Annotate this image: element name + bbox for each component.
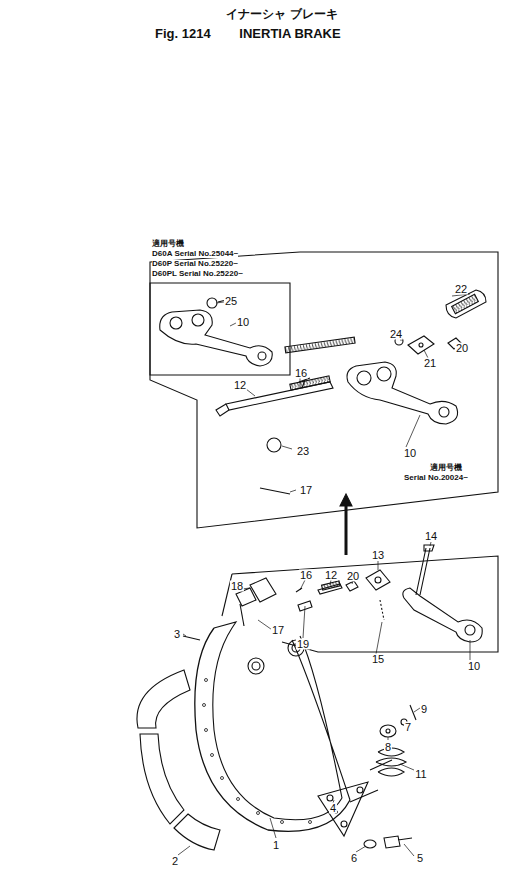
applicability-note: 適用号機	[430, 464, 462, 472]
callout-number: 10	[236, 317, 250, 328]
callout-number: 22	[454, 284, 468, 295]
figure-number: Fig. 1214	[155, 27, 211, 40]
callout-number: 23	[296, 446, 310, 457]
callout-number: 9	[420, 704, 428, 715]
callout-number: 3	[173, 629, 181, 640]
callout-number: 12	[233, 380, 247, 391]
callout-number: 4	[329, 803, 337, 814]
ring-25	[207, 298, 217, 308]
callout-number: 15	[371, 654, 385, 665]
callout-number: 2	[171, 856, 179, 867]
callout-number: 7	[404, 722, 412, 733]
applicability-note: Serial No.20024~	[404, 474, 468, 482]
callout-number: 20	[455, 343, 469, 354]
callout-number: 10	[403, 448, 417, 459]
callout-number: 20	[346, 571, 360, 582]
callout-number: 25	[224, 296, 238, 307]
callout-number: 17	[271, 625, 285, 636]
callout-number: 19	[296, 639, 310, 650]
callout-number: 11	[414, 769, 427, 780]
applicability-note: D60A Serial No.25044~	[152, 250, 238, 258]
callout-number: 18	[230, 581, 244, 592]
callout-number: 14	[424, 531, 438, 542]
figure-title: INERTIA BRAKE	[239, 27, 340, 40]
callout-number: 8	[384, 742, 392, 753]
callout-number: 16	[299, 570, 313, 581]
applicability-note: D60PL Serial No.25220~	[152, 270, 243, 278]
callout-number: 12	[324, 570, 338, 581]
title-japanese: イナーシャ ブレーキ	[226, 8, 337, 20]
applicability-note: 適用号機	[152, 240, 184, 248]
inset-box	[150, 283, 290, 375]
applicability-note: D60P Serial No.25220~	[152, 260, 238, 268]
callout-number: 13	[371, 550, 385, 561]
callout-number: 6	[350, 853, 358, 864]
callout-number: 21	[423, 358, 437, 369]
callout-number: 5	[416, 853, 424, 864]
callout-number: 24	[389, 329, 403, 340]
callout-number: 1	[272, 840, 280, 851]
upper-panel	[150, 252, 498, 528]
callout-number: 16	[294, 368, 308, 379]
callout-number: 10	[467, 661, 481, 672]
callout-number: 17	[299, 485, 313, 496]
lower-panel	[232, 556, 498, 652]
